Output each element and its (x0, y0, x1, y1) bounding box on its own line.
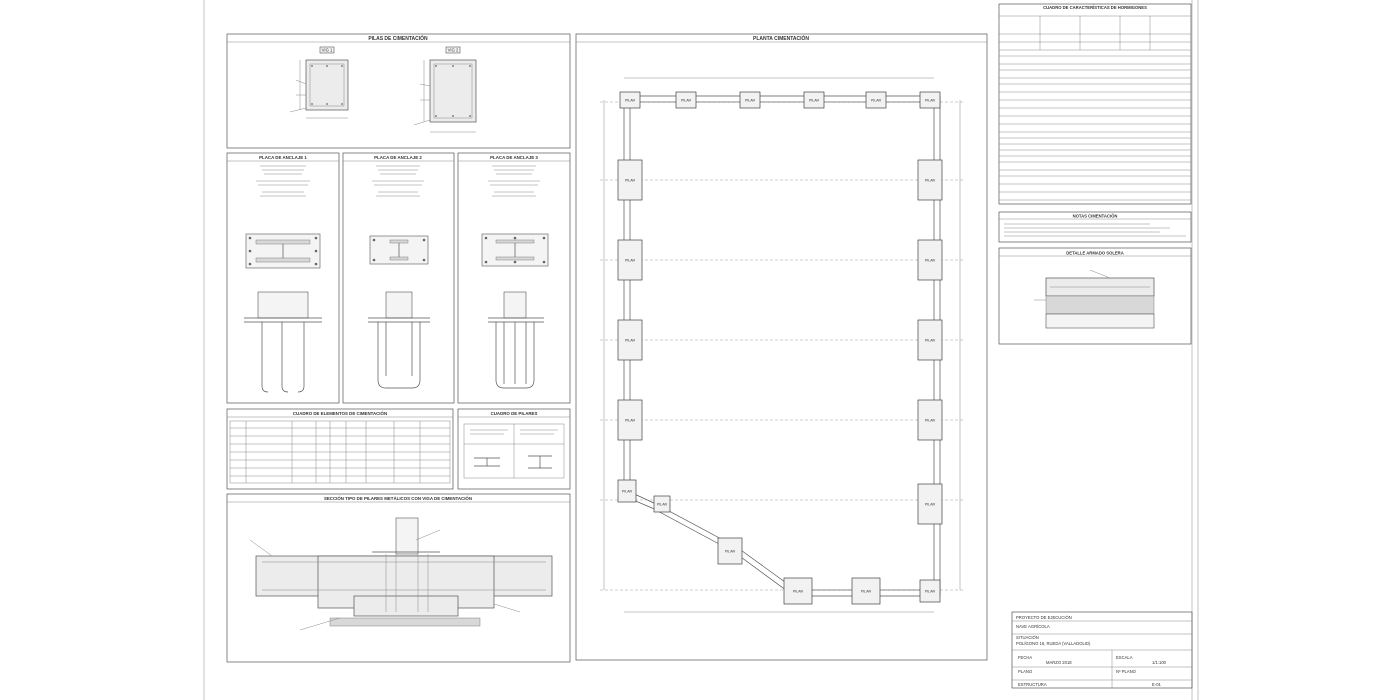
notas-cimentacion: NOTAS CIMENTACIÓN (998, 211, 1192, 243)
plan-footing (917, 239, 943, 281)
plan-footing-label: PILAR (625, 179, 636, 183)
fecha-label: FECHA (1018, 655, 1032, 660)
plan-footing-label: PILAR (925, 259, 936, 263)
solera-title: DETALLE ARMADO SOLERA (1066, 251, 1123, 256)
plan-footing-label: PILAR (793, 590, 804, 594)
plan-footing (617, 319, 643, 361)
hormigones-title: CUADRO DE CARACTERÍSTICAS DE HORMIGONES (1043, 5, 1147, 10)
plan-footing (739, 91, 761, 109)
plan-footing (865, 91, 887, 109)
n-plano-value: E-01 (1152, 682, 1162, 687)
plano-label: PLANO (1018, 669, 1033, 674)
pilas-panel: PILAS DE CIMENTACIÓN VIG 1 VIG 2 (226, 33, 571, 149)
situacion-value: POLÍGONO 16, RUEDA (VALLADOLID) (1016, 641, 1091, 646)
placa-anclaje-1: PLACA DE ANCLAJE 1 (226, 152, 340, 404)
cuadro-elementos-cimentacion: CUADRO DE ELEMENTOS DE CIMENTACIÓN (226, 408, 454, 490)
plan-footing-label: PILAR (657, 503, 668, 507)
pila-2-label: VIG 2 (448, 48, 459, 53)
plan-footing (919, 91, 941, 109)
placa1-title: PLACA DE ANCLAJE 1 (259, 155, 307, 160)
cuadro-pilares-title: CUADRO DE PILARES (491, 411, 538, 416)
detalle-solera: DETALLE ARMADO SOLERA (998, 247, 1192, 345)
proyecto-label: PROYECTO DE EJECUCIÓN (1016, 615, 1072, 620)
plan-footing (653, 495, 671, 513)
plan-footing-label: PILAR (925, 179, 936, 183)
plan-footing-label: PILAR (625, 99, 636, 103)
seccion-title: SECCIÓN TIPO DE PILARES METÁLICOS CON VI… (324, 496, 472, 501)
placa2-title: PLACA DE ANCLAJE 2 (374, 155, 422, 160)
plan-footing (617, 479, 637, 503)
plan-footing (675, 91, 697, 109)
seccion-tipo-panel: SECCIÓN TIPO DE PILARES METÁLICOS CON VI… (226, 493, 571, 663)
plan-footing (917, 159, 943, 201)
plan-footing-label: PILAR (681, 99, 692, 103)
plan-footing-label: PILAR (625, 419, 636, 423)
plan-footing (617, 399, 643, 441)
plan-footing-label: PILAR (809, 99, 820, 103)
plan-footing-label: PILAR (725, 550, 736, 554)
plan-footing-label: PILAR (925, 419, 936, 423)
plan-footing-label: PILAR (925, 99, 936, 103)
plan-footing-label: PILAR (871, 99, 882, 103)
plan-footing (919, 579, 941, 603)
plan-footing (917, 483, 943, 525)
plan-footing (783, 577, 813, 605)
plan-footing (917, 319, 943, 361)
plan-footing (617, 159, 643, 201)
placa-anclaje-2: PLACA DE ANCLAJE 2 (342, 152, 455, 404)
situacion-label: SITUACIÓN (1016, 635, 1039, 640)
fecha-value: MARZO 2018 (1046, 660, 1072, 665)
plan-footing-label: PILAR (925, 339, 936, 343)
plan-footing-label: PILAR (622, 490, 633, 494)
plan-footing (717, 537, 743, 565)
plan-footing-label: PILAR (861, 590, 872, 594)
plan-footing (803, 91, 825, 109)
plan-footing (619, 91, 641, 109)
title-block: PROYECTO DE EJECUCIÓN NAVE AGRÍCOLA SITU… (1011, 611, 1193, 689)
n-plano-label: Nº PLANO (1116, 669, 1137, 674)
plan-footing-label: PILAR (925, 590, 936, 594)
cuadro-zapatas-title: CUADRO DE ELEMENTOS DE CIMENTACIÓN (293, 411, 387, 416)
escala-label: ESCALA (1116, 655, 1133, 660)
pila-1-label: VIG 1 (322, 48, 333, 53)
plan-footing-label: PILAR (625, 339, 636, 343)
plan-footing (851, 577, 881, 605)
plano-value: ESTRUCTURA (1018, 682, 1047, 687)
planta-title: PLANTA CIMENTACIÓN (753, 34, 809, 42)
placa3-title: PLACA DE ANCLAJE 3 (490, 155, 538, 160)
cuadro-hormigones: CUADRO DE CARACTERÍSTICAS DE HORMIGONES (998, 3, 1192, 205)
cuadro-pilares: CUADRO DE PILARES (457, 408, 571, 490)
plan-footing-label: PILAR (745, 99, 756, 103)
proyecto-value: NAVE AGRÍCOLA (1016, 624, 1050, 629)
pilas-title: PILAS DE CIMENTACIÓN (368, 34, 428, 42)
escala-value: 1/1:100 (1152, 660, 1167, 665)
plan-footing-label: PILAR (625, 259, 636, 263)
plan-footing-label: PILAR (925, 503, 936, 507)
plan-footing (617, 239, 643, 281)
planta-cimentacion-panel: PLANTA CIMENTACIÓN PILAR PILAR PILAR PILAR P… (575, 33, 988, 661)
notas-title: NOTAS CIMENTACIÓN (1073, 214, 1118, 219)
plan-footing (917, 399, 943, 441)
placa-anclaje-3: PLACA DE ANCLAJE 3 (457, 152, 571, 404)
